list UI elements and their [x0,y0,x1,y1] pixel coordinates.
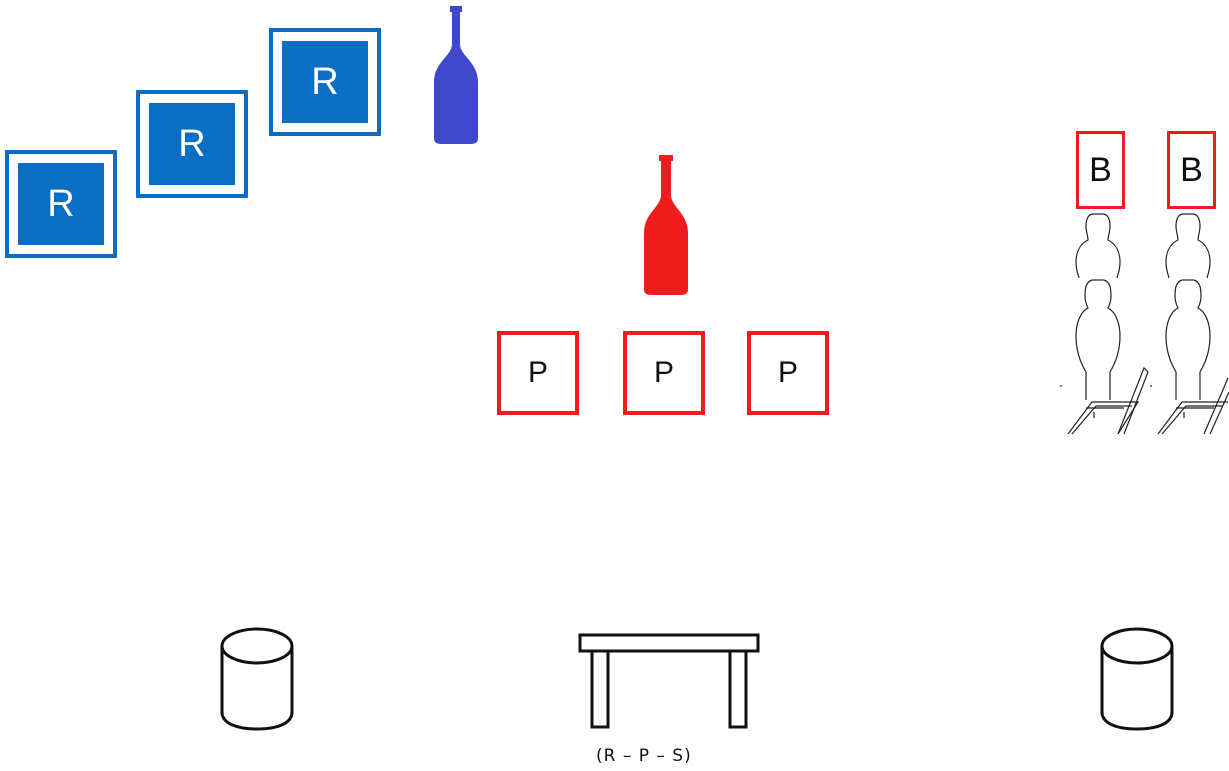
bonus-target-2: B [1167,131,1216,209]
rifle-target-1-label: R [18,163,104,245]
steel-silhouette-icon [1148,212,1229,434]
bonus-target-1: B [1076,131,1125,209]
rifle-target-2-label: R [149,103,235,185]
rifle-target-3-label: R [282,41,368,123]
bonus-target-2-label: B [1180,151,1203,190]
bonus-target-1-label: B [1089,151,1112,190]
pistol-target-1: P [497,331,579,415]
pistol-target-2: P [623,331,705,415]
steel-silhouette-icon [1058,212,1150,434]
table-caption: (R – P – S) [596,746,736,766]
table-icon [577,632,761,732]
rifle-target-3: R [269,28,381,136]
pistol-target-1-label: P [528,356,548,390]
rifle-target-1: R [5,150,117,258]
pistol-target-3-label: P [778,356,798,390]
bottle-icon [640,153,692,297]
barrel-icon [218,626,296,732]
pistol-target-3: P [747,331,829,415]
barrel-icon [1098,626,1176,732]
rifle-target-2: R [136,90,248,198]
bottle-icon [430,4,482,146]
pistol-target-2-label: P [654,356,674,390]
